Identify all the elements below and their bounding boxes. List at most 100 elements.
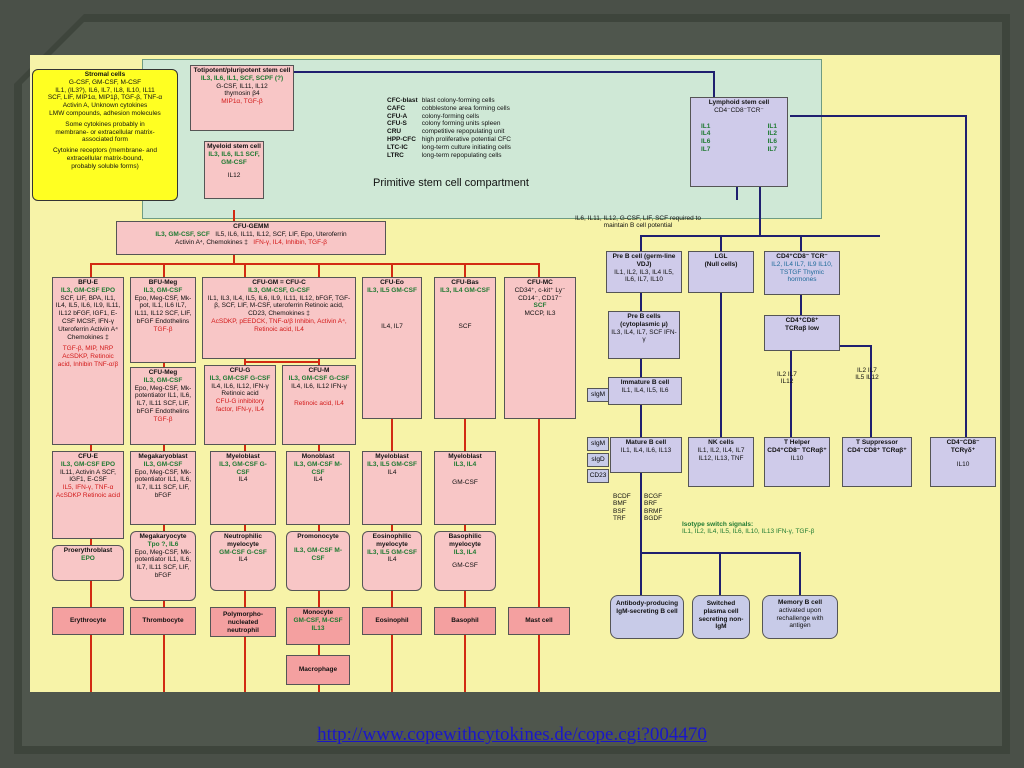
thymic-t-cell-box: CD4⁺CD8⁻ TCR⁻ IL2, IL4 IL7, IL9 IL10, TS… [764, 251, 840, 295]
box-title: CFU-Meg [148, 369, 178, 376]
cofactors: IL4, IL6, IL12, IFN-γ Retinoic acid [211, 382, 269, 398]
legend-definition: competitive repopulating unit [421, 128, 505, 136]
inhibitors: TGF-β [153, 325, 173, 333]
totipotent-stem-cell-box: Totipotent/pluripotent stem cell IL3, IL… [190, 65, 294, 131]
connector [640, 235, 642, 265]
connector [790, 115, 965, 117]
lymphoid-cytokine: IL7 [701, 145, 711, 153]
pre-b-cells-cytoplasmic-box: Pre B cells (cytoplasmic μ) IL3, IL4, IL… [608, 311, 680, 359]
lgl-box: LGL (Null cells) [688, 251, 754, 293]
stimulators: GM-CSF, M-CSF [293, 616, 343, 624]
box-title: CD4⁻CD8⁻ [946, 439, 980, 446]
cofactors: IL10 [790, 454, 804, 462]
box-title: T Helper [783, 439, 810, 446]
t-helper-box: T Helper CD4⁺CD8⁻ TCRαβ⁺ IL10 [764, 437, 830, 487]
connector [720, 270, 722, 440]
legend-definition: high proliferative potential CFC [421, 135, 511, 143]
cfu-meg-box: CFU-Meg IL3, GM-CSF Epo, Meg-CSF, Mk-pot… [130, 367, 196, 445]
stromal-line: associated form [82, 136, 128, 144]
stimulators: IL13 [311, 624, 325, 632]
source-link[interactable]: http://www.copewithcytokines.de/cope.cgi… [317, 724, 707, 745]
cofactors: IL4 [238, 556, 248, 564]
connector [800, 295, 802, 315]
surface-markers: TCRγδ⁺ [950, 446, 976, 454]
box-title: Myeloblast [375, 453, 409, 460]
myeloblast-eo-box: Myeloblast IL3, IL5 GM-CSF IL4 [362, 451, 422, 525]
connector [719, 552, 721, 597]
cofactors: IL1, IL4, IL5, IL6 [621, 386, 669, 394]
stimulators: IL3, GM-CSF, G-CSF [248, 286, 310, 294]
stimulators: IL3, IL4 [453, 548, 477, 556]
legend-row: CRU competitive repopulating unit [387, 128, 515, 136]
eosinophilic-myelocyte-box: Eosinophilic myelocyte IL3, IL5 GM-CSF I… [362, 531, 422, 591]
megakaryoblast-box: Megakaryoblast IL3, GM-CSF Epo, Meg-CSF,… [130, 451, 196, 525]
stimulators: IL3, IL5 GM-CSF [367, 460, 417, 468]
stromal-line: SCF, LIF, MIP1α, MIP1β, TGF-β, TNF-α [47, 94, 163, 102]
bfu-e-box: BFU-E IL3, GM-CSF EPO SCF, LIF, BPA, IL1… [52, 277, 124, 445]
stromal-line: extracellular matrix-bound, [66, 154, 144, 162]
surface-markers: CD4⁺CD8⁻ TCRαβ⁺ [767, 446, 827, 454]
t-suppressor-cytokines: IL2 IL7 IL5 IL12 [855, 367, 879, 382]
cofactors: Epo, Meg-CSF, Mk-potentiator IL1, IL6, I… [134, 548, 192, 579]
cofactors: IL4, IL6, IL12 IFN-γ [291, 382, 347, 390]
stimulators: IL3, IL4 GM-CSF [440, 286, 490, 294]
stromal-line: Some cytokines probably in [65, 120, 145, 128]
lymphoid-cytokine: IL6 [701, 138, 711, 146]
proerythroblast-box: Proerythroblast EPO [52, 545, 124, 581]
lymphoid-note: IL6, IL11, IL12, G-CSF, LIF, SCF require… [575, 215, 701, 230]
cofactors: IL4 [387, 468, 397, 476]
cofactors: IL10 [956, 460, 970, 468]
immature-b-cell-box: Immature B cell IL1, IL4, IL5, IL6 [608, 377, 682, 405]
stimulators: EPO [81, 554, 95, 562]
stimulators: IL3, GM-CSF [143, 286, 183, 294]
cfu-gemm-box: CFU-GEMM IL3, GM-CSF, SCF IL5, IL6, IL11… [116, 221, 386, 255]
box-title: BFU-E [78, 279, 98, 286]
legend-abbrev: CFC-blast [387, 97, 418, 104]
box-title: LGL [714, 253, 728, 260]
stimulators: IL3, GM-CSF, SCF [155, 230, 210, 238]
cofactors: SCF, LIF, BPA, IL1, IL4, IL5, IL6, IL9, … [55, 294, 121, 341]
connector [233, 210, 235, 222]
box-title: CFU-G [229, 367, 251, 374]
cofactors: Epo, Meg-CSF, Mk-pot, IL1, IL6 IL7, IL11… [134, 294, 192, 325]
cfu-gm-box: CFU-GM = CFU-C IL3, GM-CSF, G-CSF IL1, I… [202, 277, 356, 359]
eosinophil-box: Eosinophil [362, 607, 422, 635]
legend-abbrev: CFU-S [387, 120, 407, 128]
basophilic-myelocyte-box: Basophilic myelocyte IL3, IL4 GM-CSF [434, 531, 496, 591]
connector [965, 115, 967, 440]
box-title: Myeloblast [226, 453, 260, 460]
myeloblast-box: Myeloblast IL3, GM-CSF G-CSF IL4 [210, 451, 276, 525]
memory-b-cell-box: Memory B cell activated upon rechallenge… [762, 595, 838, 639]
inhibitors: AcSDKP, pEEDCK, TNF-α/β Inhibin, Activin… [211, 317, 347, 333]
box-title: Basophilic myelocyte [448, 533, 482, 548]
stromal-cells-box: Stromal cells G-CSF, GM-CSF, M-CSF IL1, … [32, 69, 178, 201]
cd23-tag: CD23 [587, 469, 609, 483]
sigm-tag: sIgM [587, 437, 609, 451]
cofactors: IL4 [313, 476, 323, 484]
box-description: activated upon rechallenge with antigen [776, 606, 824, 630]
connector [870, 345, 872, 440]
cfu-eo-box: CFU-Eo IL3, IL5 GM-CSF IL4, IL7 [362, 277, 422, 419]
promonocyte-box: Promonocyte IL3, GM-CSF M-CSF [286, 531, 350, 591]
cofactors: IL11, Activin A SCF, IGF1, E-CSF [60, 468, 116, 484]
neutrophilic-myelocyte-box: Neutrophilic myelocyte GM-CSF G-CSF IL4 [210, 531, 276, 591]
b-cell-differentiation-factors: BCDF BMF BSF TRF [613, 493, 631, 523]
legend-abbrev: CRU [387, 128, 402, 136]
connector [799, 552, 801, 597]
box-title: CFU-MC [527, 279, 553, 286]
cofactors: IL1, IL3, IL4, IL5, IL6, IL9, IL11, IL12… [207, 294, 351, 318]
cofactors: IL1, IL2, IL3, IL4 IL5, IL6, IL7, IL10 [614, 268, 674, 284]
box-title: Megakaryoblast [138, 453, 188, 460]
connector [90, 263, 540, 265]
stimulators: IL3, IL5 GM-CSF [367, 286, 417, 294]
stimulators: IL3, GM-CSF [143, 376, 183, 384]
nk-cells-box: NK cells IL1, IL2, IL4, IL7 IL12, IL13, … [688, 437, 754, 487]
connector [736, 185, 738, 200]
legend-definition: long-term culture initiating cells [421, 143, 511, 151]
